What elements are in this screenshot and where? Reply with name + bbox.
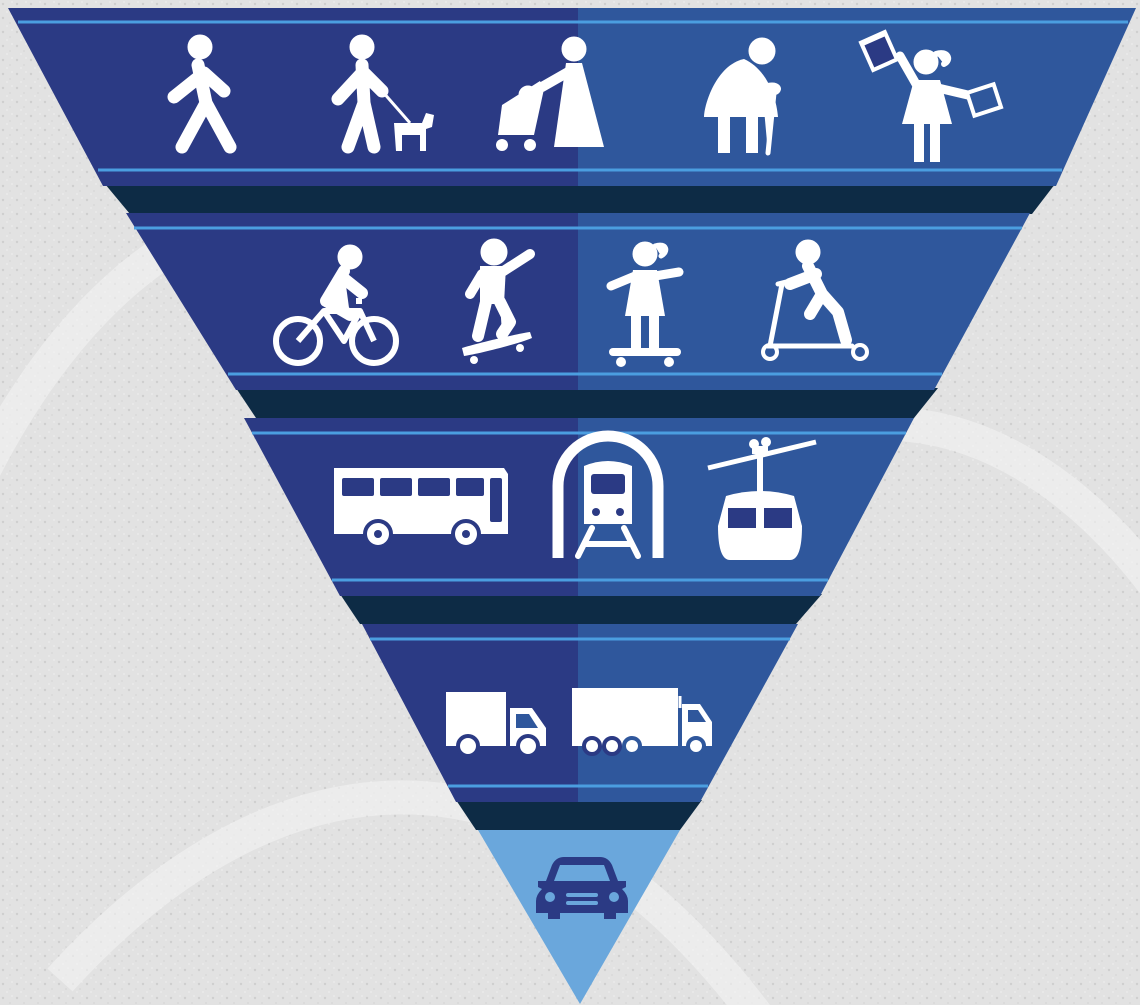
child-on-skateboard-icon (606, 241, 684, 367)
tier-1-shadow (105, 184, 1055, 214)
person-walking-dog-icon (331, 34, 434, 154)
skateboarder-icon (462, 238, 535, 364)
kick-scooter-rider-icon (761, 239, 869, 361)
cyclist-icon (273, 244, 399, 366)
tier-5-band (478, 830, 680, 1004)
bus-icon (334, 468, 508, 549)
person-pushing-stroller-icon (496, 36, 604, 151)
tier-1-band-left (8, 8, 578, 186)
cable-car-icon (707, 437, 817, 560)
tier-5 (478, 830, 680, 1004)
pedestrian-walking-icon (167, 34, 237, 154)
elderly-person-with-cane-icon (704, 37, 781, 156)
metro-train-icon (552, 430, 664, 559)
tier-3 (244, 418, 914, 624)
tier-2-band-right (578, 213, 1030, 390)
tier-4-shadow (456, 800, 702, 830)
tier-4 (362, 624, 798, 830)
private-car-icon (536, 857, 628, 919)
tier-2-band-left (126, 213, 578, 390)
delivery-van-icon (446, 692, 546, 758)
tier-1-band-right (578, 8, 1136, 186)
tier-2 (126, 213, 1030, 418)
freight-truck-icon (572, 688, 712, 756)
tier-1 (8, 8, 1136, 214)
tier-3-shadow (340, 594, 822, 624)
tier-2-shadow (236, 388, 938, 418)
person-carrying-shopping-bags-icon (858, 29, 1004, 162)
